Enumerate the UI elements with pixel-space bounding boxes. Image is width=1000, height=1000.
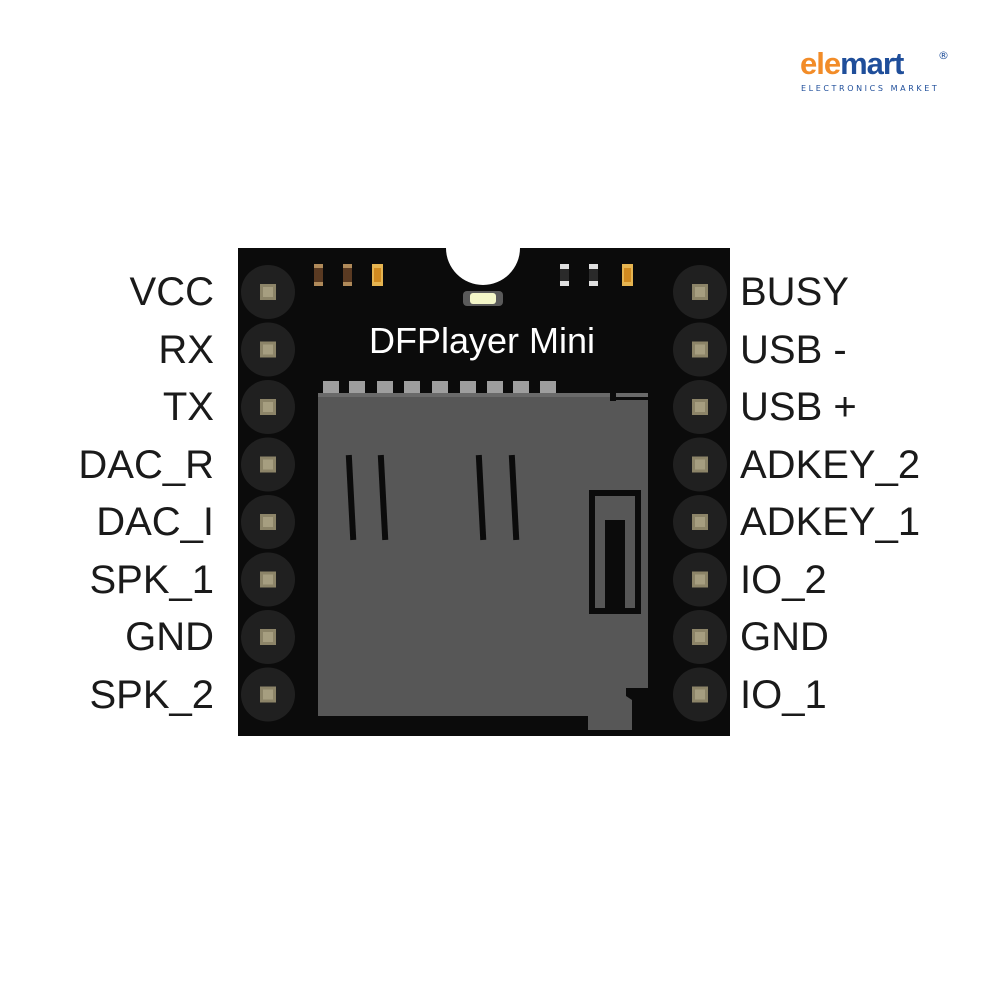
smd-components-left [314, 264, 383, 286]
logo-tagline: ELECTRONICS MARKET [801, 84, 940, 93]
left-pin-label-spk-1: SPK_1 [89, 557, 214, 602]
right-pin-usb [673, 380, 727, 434]
pin-pad-center [695, 574, 705, 585]
right-pin-label-busy: BUSY [740, 270, 849, 314]
right-pin-header [673, 265, 727, 722]
left-pin-dac-r [241, 437, 295, 492]
pin-pad-center [695, 459, 705, 470]
smd-components-right [560, 264, 633, 286]
pin-pad-center [263, 632, 273, 642]
left-pin-header [241, 265, 295, 722]
left-pin-label-vcc: VCC [129, 270, 214, 314]
registered-mark: ® [938, 49, 949, 62]
right-pin-label-io-2: IO_2 [740, 557, 827, 602]
pin-pad-center [263, 517, 273, 527]
pin-pad-center [695, 402, 705, 412]
logo-ele-text: ele [800, 46, 841, 81]
right-pin-io-2 [673, 552, 727, 607]
status-led [463, 291, 503, 306]
pin-pad-center [263, 287, 273, 297]
pin-pad-center [263, 459, 273, 470]
right-pin-adkey-1 [673, 495, 727, 549]
right-pin-label-adkey-2: ADKEY_2 [740, 442, 921, 487]
right-pin-label-io-1: IO_1 [740, 672, 827, 717]
pin-pad-center [695, 344, 705, 355]
pin-pad-center [695, 287, 705, 297]
left-pin-label-tx: TX [162, 385, 214, 429]
left-pin-spk-2 [241, 667, 295, 722]
right-pin-label-usb: USB + [740, 385, 857, 429]
left-pin-label-dac-r: DAC_R [78, 442, 214, 487]
left-pin-gnd [241, 610, 295, 664]
microsd-card-slot [318, 381, 648, 730]
left-pin-tx [241, 380, 295, 434]
left-pin-spk-1 [241, 552, 295, 607]
left-pin-label-spk-2: SPK_2 [89, 672, 214, 717]
right-pin-gnd [673, 610, 727, 664]
pin-pad-center [695, 689, 705, 700]
pin-pad-center [263, 402, 273, 412]
pin-pad-center [263, 689, 273, 700]
left-pin-label-gnd: GND [125, 615, 214, 659]
card-contacts [323, 381, 556, 393]
right-pin-label-adkey-1: ADKEY_1 [740, 500, 921, 544]
left-pin-vcc [241, 265, 295, 319]
left-pin-label-dac-i: DAC_I [96, 500, 214, 544]
module-title: DFPlayer Mini [369, 320, 595, 361]
pin-pad-center [695, 632, 705, 642]
right-pin-io-1 [673, 667, 727, 722]
logo-mart-text: mart [840, 46, 904, 81]
slot-spring-marks [345, 454, 520, 541]
right-pin-label-usb: USB - [740, 327, 847, 372]
right-pin-adkey-2 [673, 437, 727, 492]
pin-pad-center [695, 517, 705, 527]
card-detect-switch [589, 490, 641, 614]
right-pin-busy [673, 265, 727, 319]
left-pin-label-rx: RX [158, 327, 214, 372]
logo-wordmark: elemart [800, 48, 950, 79]
left-pin-dac-i [241, 495, 295, 549]
right-pin-label-gnd: GND [740, 615, 829, 659]
elemart-logo: elemart ® ELECTRONICS MARKET [800, 48, 950, 100]
pin-pad-center [263, 574, 273, 585]
left-pin-rx [241, 322, 295, 377]
pin-pad-center [263, 344, 273, 355]
right-pin-usb [673, 322, 727, 377]
